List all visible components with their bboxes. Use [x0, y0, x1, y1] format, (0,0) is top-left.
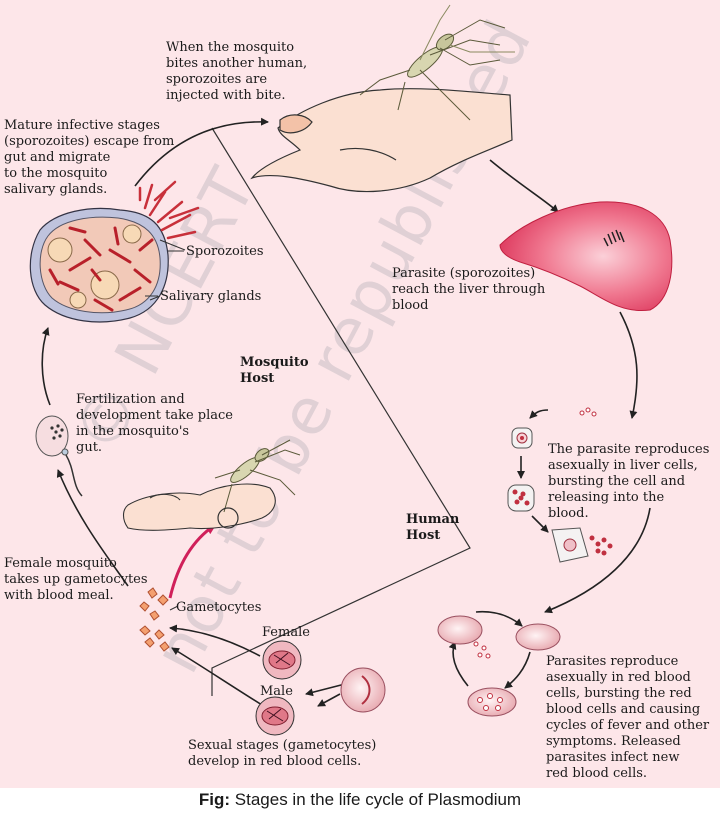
diagram-panel: © NCERT not to be republished	[0, 0, 720, 788]
host-divider-line	[211, 127, 471, 696]
label-fertilization: Fertilization and development take place…	[76, 392, 233, 455]
label-human-host: Human Host	[406, 512, 460, 543]
label-female-mosquito: Female mosquito takes up gametocytes wit…	[4, 556, 148, 603]
caption-prefix: Fig:	[198, 790, 231, 809]
liver-parasite-marks	[603, 229, 625, 247]
label-mosquito-host: Mosquito Host	[240, 355, 309, 386]
label-salivary-glands: Salivary glands	[160, 289, 262, 304]
salivary-gland-illustration	[29, 180, 200, 323]
label-male: Male	[260, 684, 293, 699]
label-mature-stages: Mature infective stages (sporozoites) es…	[4, 118, 175, 197]
label-gametocytes: Gametocytes	[176, 600, 262, 615]
bite-zoom-circle	[217, 507, 239, 529]
liver-illustration	[499, 201, 673, 312]
hand-top-illustration	[250, 88, 513, 193]
gametocyte-cells	[255, 640, 302, 736]
mosquito-bottom-illustration	[214, 439, 301, 513]
life-cycle-artwork	[29, 4, 673, 736]
blood-meal-arrow	[168, 523, 217, 599]
label-sexual-stages: Sexual stages (gametocytes) develop in r…	[188, 738, 377, 769]
hand-bottom-illustration	[122, 483, 276, 531]
label-bite: When the mosquito bites another human, s…	[166, 40, 308, 103]
ookinete-illustration	[35, 415, 83, 497]
mosquito-top-illustration	[359, 4, 515, 121]
cycle-arrows	[41, 117, 651, 707]
liver-stage-cells	[507, 407, 613, 563]
label-liver: Parasite (sporozoites) reach the liver t…	[392, 266, 546, 313]
leader-lines	[145, 250, 184, 611]
figure-caption: Fig: Stages in the life cycle of Plasmod…	[0, 790, 720, 810]
label-liver-cells: The parasite reproduces asexually in liv…	[548, 442, 710, 521]
rbc-stage-cells	[340, 615, 561, 717]
caption-text: Stages in the life cycle of Plasmodium	[230, 790, 522, 809]
label-sporozoites: Sporozoites	[186, 244, 264, 259]
free-gametocytes	[139, 587, 170, 652]
label-female: Female	[262, 625, 310, 640]
label-rbc-reproduction: Parasites reproduce asexually in red blo…	[546, 654, 710, 781]
